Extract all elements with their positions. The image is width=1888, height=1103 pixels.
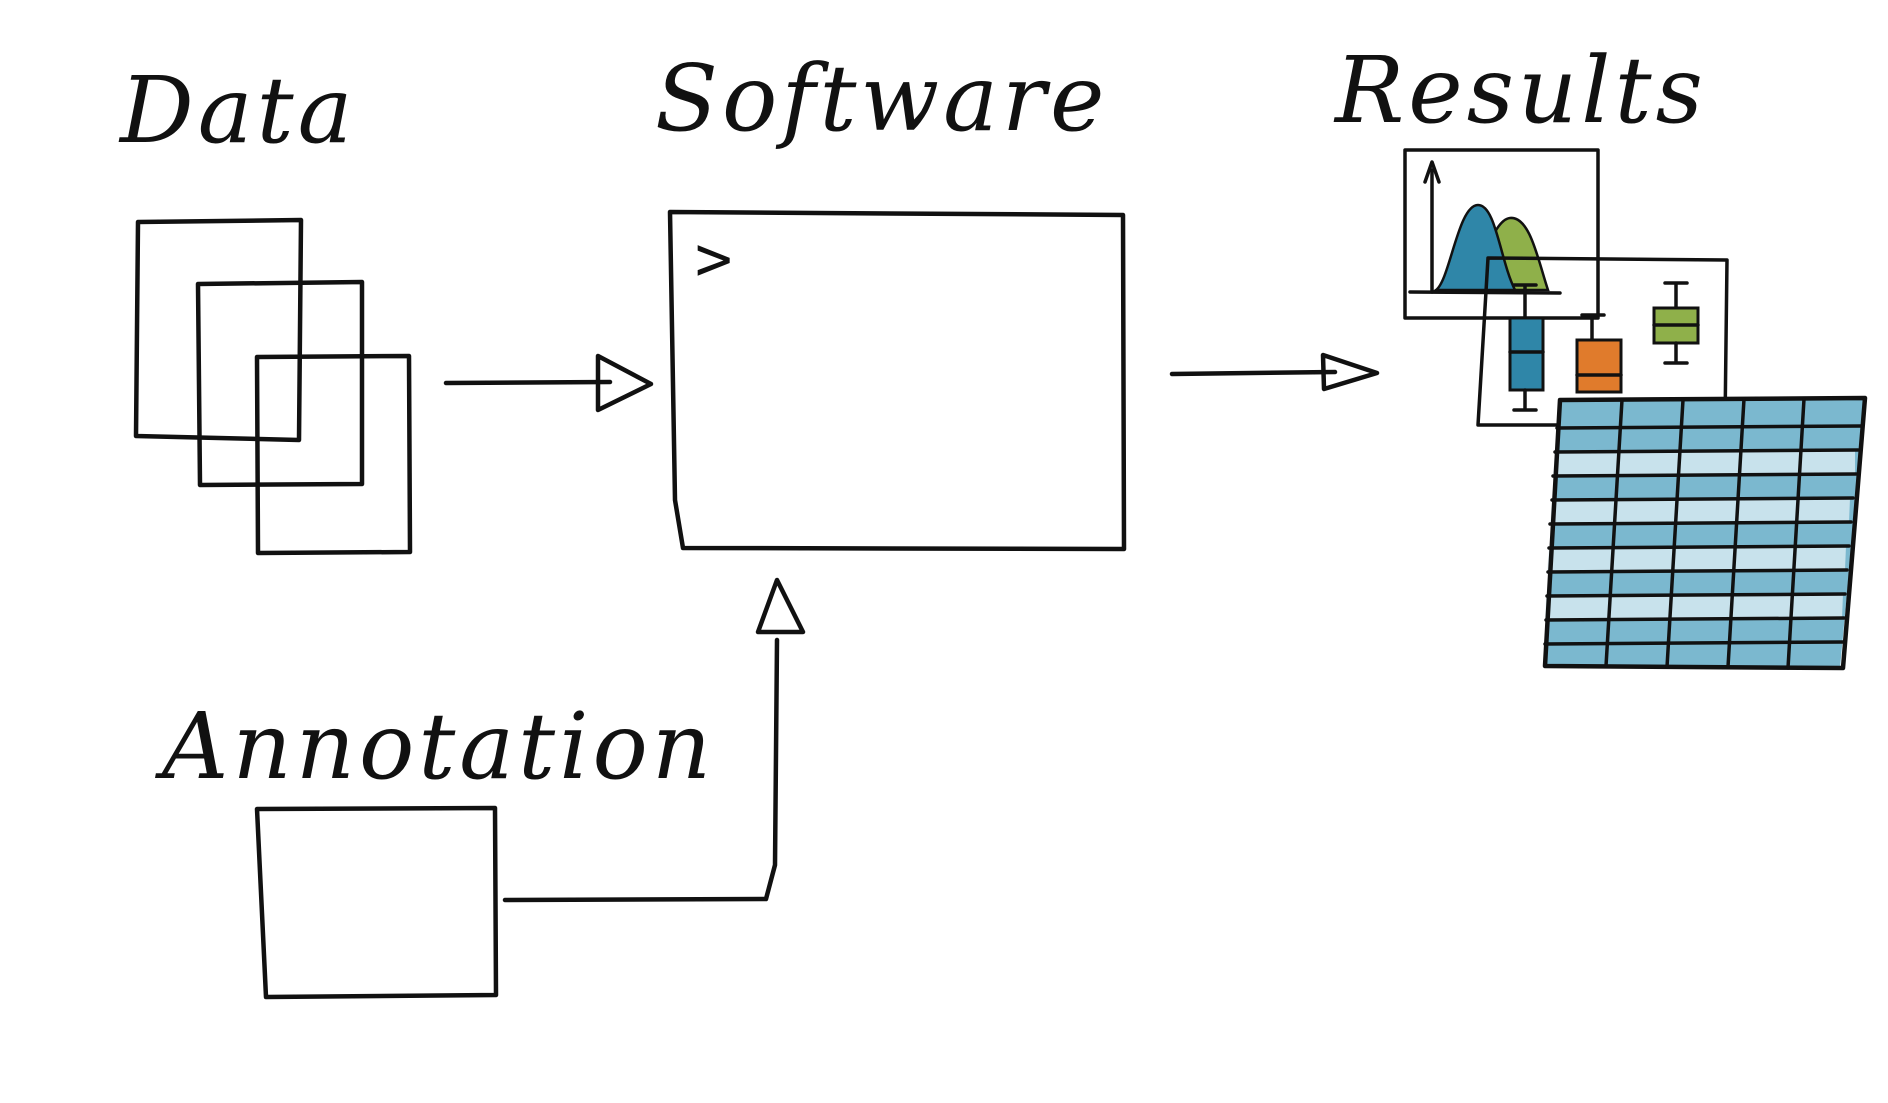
software-label: Software xyxy=(655,45,1108,152)
data-page-back xyxy=(254,353,413,556)
annotation-box xyxy=(254,805,499,1000)
boxplot-box-blue xyxy=(1508,316,1545,392)
boxplot-box-orange xyxy=(1575,338,1623,394)
software-to-results-arrow xyxy=(1169,352,1380,392)
terminal-window xyxy=(667,209,1127,552)
boxplot-card xyxy=(1476,256,1729,427)
data-page-front xyxy=(133,217,304,443)
annotation-to-software-arrow xyxy=(502,577,806,903)
annotation-label: Annotation xyxy=(154,693,715,800)
terminal-prompt: > xyxy=(695,222,732,295)
results-table xyxy=(1542,395,1868,671)
data-files-stack xyxy=(133,217,413,556)
results-label: Results xyxy=(1333,37,1707,144)
results-stack xyxy=(1403,148,1868,671)
data-to-software-arrow xyxy=(443,353,654,413)
data-label: Data xyxy=(118,57,356,164)
software-terminal: > xyxy=(667,209,1127,552)
density-plot-card xyxy=(1403,148,1600,320)
data-page-middle xyxy=(195,279,365,488)
density-curve-blue xyxy=(1432,203,1518,292)
